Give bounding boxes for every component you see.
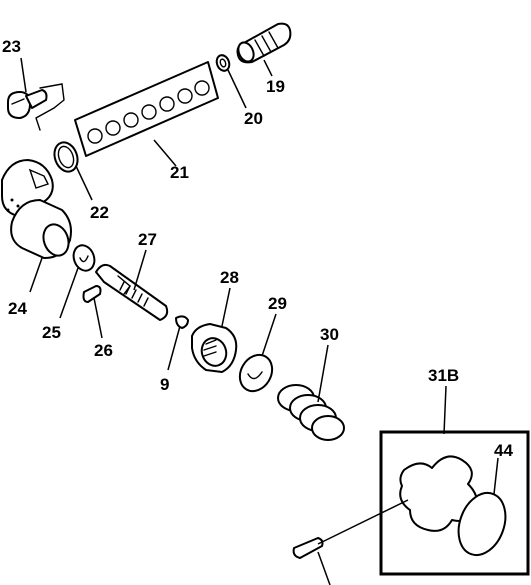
part-9 bbox=[175, 315, 189, 329]
callout-21: 21 bbox=[170, 163, 189, 182]
callout-25: 25 bbox=[42, 323, 61, 342]
callout-22: 22 bbox=[90, 203, 109, 222]
callout-29: 29 bbox=[268, 294, 287, 313]
part-19 bbox=[236, 22, 292, 64]
part-22 bbox=[53, 141, 79, 173]
leader-lines bbox=[20, 57, 499, 585]
part-30 bbox=[277, 384, 345, 441]
part-27 bbox=[95, 263, 169, 321]
callout-44: 44 bbox=[494, 441, 513, 460]
callout-30: 30 bbox=[320, 325, 339, 344]
part-29 bbox=[238, 353, 274, 393]
part-44 bbox=[457, 492, 507, 556]
callout-31b: 31B bbox=[428, 366, 459, 385]
callout-labels: 23 19 20 21 22 24 25 26 27 28 9 29 30 31… bbox=[2, 37, 513, 460]
part-26 bbox=[82, 285, 102, 303]
bottom-pin bbox=[292, 537, 324, 559]
callout-9: 9 bbox=[160, 375, 169, 394]
callout-20: 20 bbox=[244, 109, 263, 128]
callout-27: 27 bbox=[138, 230, 157, 249]
callout-23: 23 bbox=[2, 37, 21, 56]
part-20 bbox=[215, 54, 231, 72]
callout-28: 28 bbox=[220, 268, 239, 287]
part-24 bbox=[10, 199, 72, 259]
callout-19: 19 bbox=[266, 77, 285, 96]
part-28 bbox=[191, 323, 238, 373]
part-23 bbox=[7, 83, 65, 131]
part-21 bbox=[74, 61, 219, 157]
callout-24: 24 bbox=[8, 299, 27, 318]
part-25 bbox=[72, 244, 96, 272]
callout-26: 26 bbox=[94, 341, 113, 360]
